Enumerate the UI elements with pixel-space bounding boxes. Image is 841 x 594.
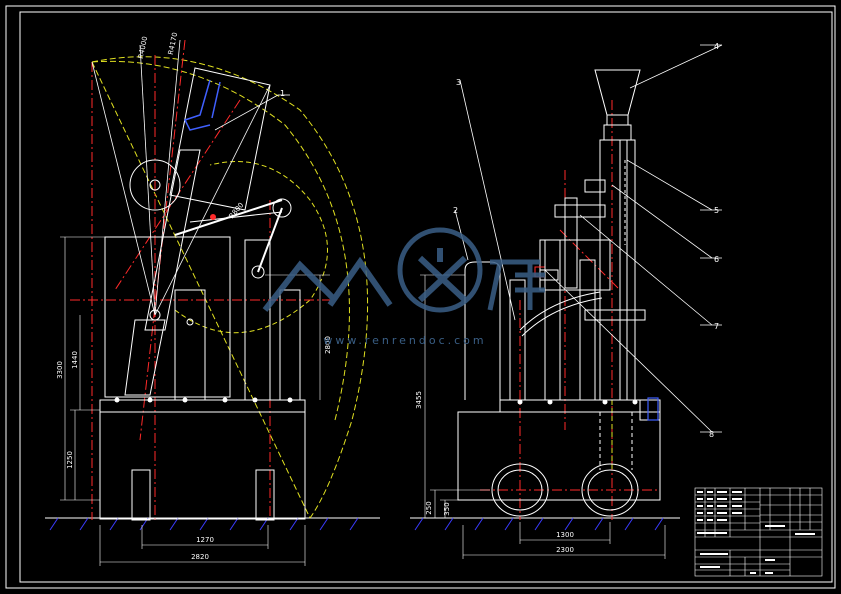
outer-border [5,5,836,589]
front-view [410,69,680,559]
dim-total-width: 2820 [191,553,209,561]
callout-2: 2 [453,206,458,215]
dim-height-mid: 1440 [71,351,79,369]
dim-radius-b: R4170 [167,32,180,56]
callout-6: 6 [714,255,719,264]
dim-wheel-base: 1270 [196,536,214,544]
callout-1: 1 [280,89,285,98]
title-block [694,487,823,577]
front-dim-wheel-h: 250 [425,501,433,514]
callout-7: 7 [714,322,719,331]
callout-5: 5 [714,206,719,215]
inner-border [19,11,833,583]
callout-8: 8 [709,430,714,439]
front-dim-track: 1300 [556,531,574,539]
callout-leaders [214,44,723,433]
dim-arm: 2800 [324,336,332,354]
front-dim-wheel-r: 350 [443,502,451,515]
watermark-logo [262,227,545,313]
front-dim-height: 3455 [415,391,423,409]
side-view [45,39,380,566]
dim-radius-a: R4000 [137,36,150,60]
front-dim-total-width: 2300 [556,546,574,554]
watermark-url: www.renrendoc.com [323,334,486,347]
callout-3: 3 [456,78,461,87]
callout-4: 4 [714,42,719,51]
title-block-fill-marks [697,491,815,574]
dim-height-low: 1250 [66,451,74,469]
dim-height-overall: 3300 [56,361,64,379]
